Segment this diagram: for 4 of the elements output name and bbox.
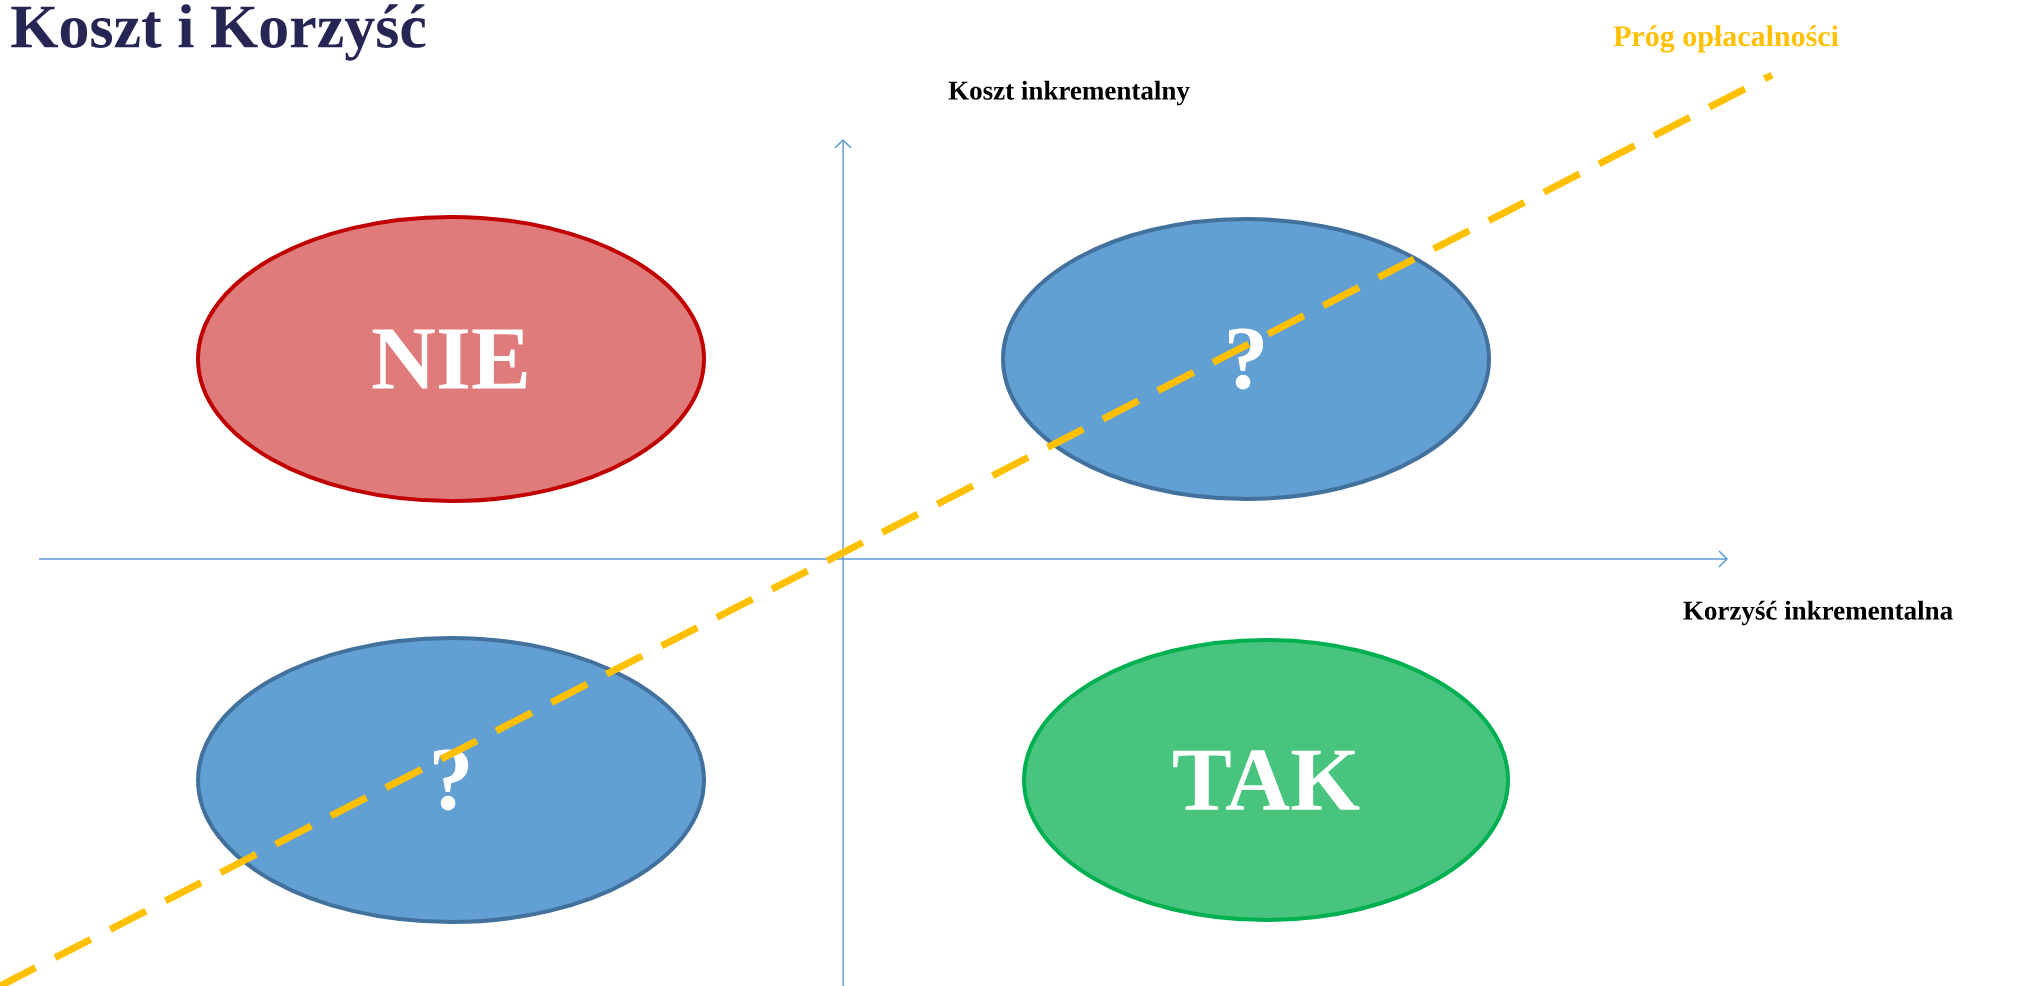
title: Koszt i Korzyść bbox=[11, 4, 426, 61]
axis-label: Koszt inkrementalny bbox=[948, 80, 1190, 106]
axis-label: Próg opłacalności bbox=[1613, 25, 1839, 53]
axis-label: Korzyść inkrementalna bbox=[1683, 600, 1953, 626]
